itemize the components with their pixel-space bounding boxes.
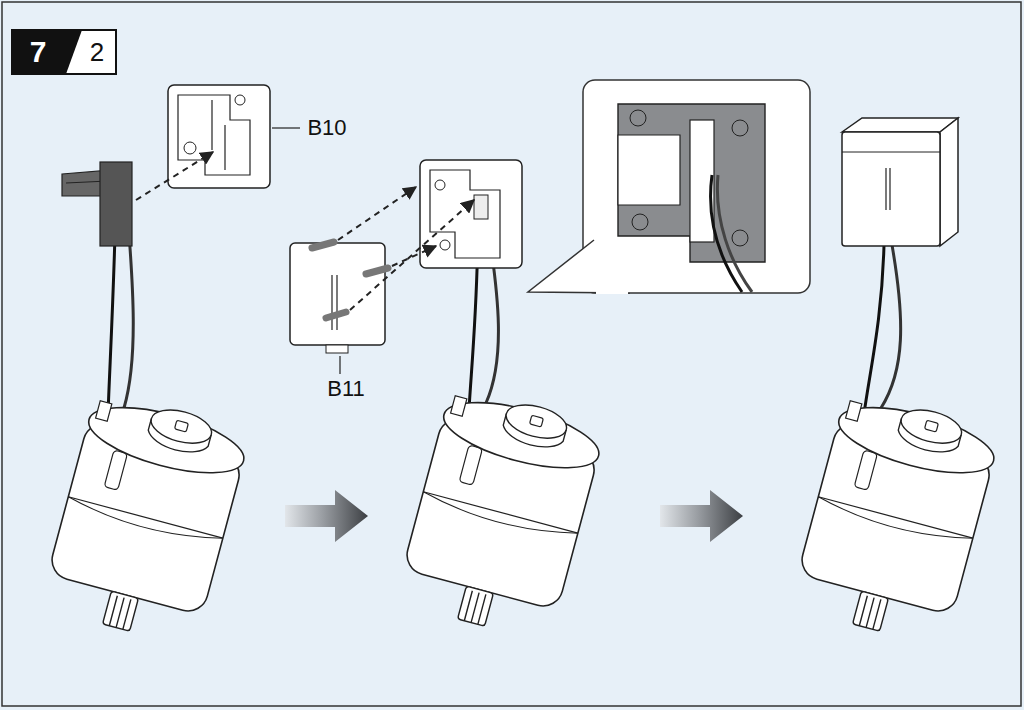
leader-line bbox=[272, 127, 300, 128]
insert-arrow bbox=[136, 152, 213, 200]
b10-part bbox=[168, 85, 270, 188]
assembled-holder bbox=[842, 118, 958, 246]
wire-connector bbox=[62, 162, 132, 246]
step-arrow bbox=[660, 490, 743, 542]
motor bbox=[39, 389, 252, 649]
detail-callout bbox=[528, 80, 810, 294]
b10-part bbox=[420, 160, 522, 268]
part-name: B10 bbox=[307, 117, 346, 139]
wire-pair bbox=[864, 245, 901, 414]
motor bbox=[394, 384, 607, 644]
part-name: B11 bbox=[327, 378, 365, 400]
step-badge bbox=[12, 30, 116, 74]
motor bbox=[789, 389, 1002, 649]
leader-line bbox=[339, 356, 340, 374]
b11-part bbox=[290, 242, 388, 353]
step-number: 7 bbox=[30, 37, 47, 67]
insert-arrow bbox=[392, 246, 436, 266]
insert-arrow bbox=[338, 187, 416, 240]
insert-arrow bbox=[350, 200, 474, 310]
sub-step-number: 2 bbox=[90, 39, 104, 65]
step-arrow bbox=[285, 490, 368, 542]
